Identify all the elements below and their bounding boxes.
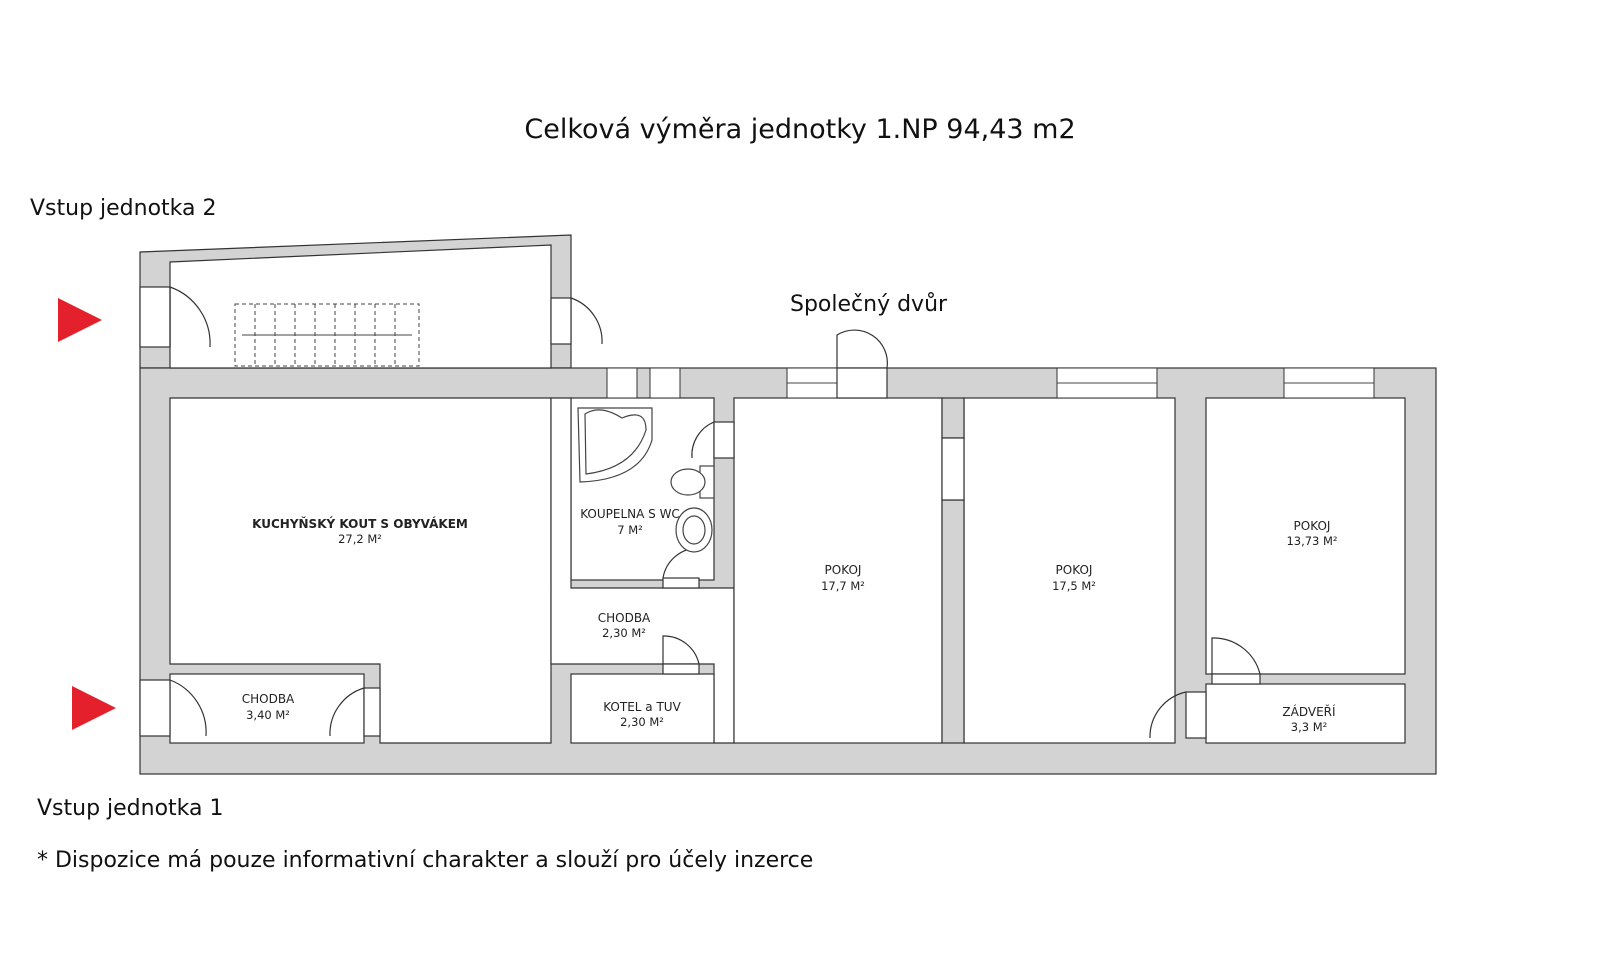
toilet-fixture (670, 465, 715, 499)
room-c (1205, 397, 1406, 675)
door-boiler (662, 635, 700, 675)
label-boiler: KOTEL a TUV 2,30 M² (603, 700, 681, 729)
door-vestibule (1149, 691, 1207, 739)
svg-text:13,73 M²: 13,73 M² (1286, 534, 1337, 548)
svg-text:17,5 M²: 17,5 M² (1052, 579, 1096, 593)
door-courtyard-main (836, 329, 888, 399)
entrance-1-label: Vstup jednotka 1 (37, 796, 224, 821)
room-hall-entry (169, 673, 365, 744)
room-staircase (169, 244, 552, 369)
svg-text:17,7 M²: 17,7 M² (821, 579, 865, 593)
label-vestibule: ZÁDVEŘÍ 3,3 M² (1282, 704, 1336, 734)
bathtub-fixture (577, 407, 653, 483)
windows (606, 367, 1375, 399)
svg-text:2,30 M²: 2,30 M² (620, 715, 664, 729)
plan-title: Celková výměra jednotky 1.NP 94,43 m2 (524, 114, 1076, 145)
label-room-a: POKOJ 17,7 M² (821, 563, 865, 593)
svg-text:ZÁDVEŘÍ: ZÁDVEŘÍ (1282, 704, 1336, 719)
svg-text:3,40 M²: 3,40 M² (246, 708, 290, 722)
room-vestibule (1205, 683, 1406, 744)
label-hall-small: CHODBA 2,30 M² (598, 611, 651, 640)
door-bathroom (691, 421, 735, 459)
door-staircase-courtyard (550, 297, 603, 345)
label-living: KUCHYŇSKÝ KOUT S OBYVÁKEM 27,2 M² (252, 516, 468, 546)
svg-text:2,30 M²: 2,30 M² (602, 626, 646, 640)
label-room-b: POKOJ 17,5 M² (1052, 563, 1096, 593)
entrance-2-arrow (58, 298, 102, 342)
room-b (963, 397, 1176, 744)
sink-fixture (675, 507, 713, 553)
svg-text:27,2 M²: 27,2 M² (338, 532, 382, 546)
room-boiler (570, 673, 715, 744)
svg-text:CHODBA: CHODBA (242, 692, 295, 706)
svg-text:POKOJ: POKOJ (1056, 563, 1093, 577)
door-entrance-2 (139, 286, 211, 348)
stairs (234, 303, 420, 367)
entrance-2-label: Vstup jednotka 2 (30, 196, 217, 221)
room-a (733, 397, 943, 744)
svg-text:KUCHYŇSKÝ KOUT S OBYVÁKEM: KUCHYŇSKÝ KOUT S OBYVÁKEM (252, 516, 468, 531)
label-room-c: POKOJ 13,73 M² (1286, 519, 1337, 548)
wall-stub-bottom (941, 499, 965, 744)
label-bathroom: KOUPELNA S WC 7 M² (580, 507, 680, 537)
label-hall-entry: CHODBA 3,40 M² (242, 692, 295, 722)
entrance-1-arrow (72, 686, 116, 730)
svg-text:KOTEL a TUV: KOTEL a TUV (603, 700, 681, 714)
svg-text:3,3 M²: 3,3 M² (1291, 720, 1327, 734)
svg-text:POKOJ: POKOJ (1294, 519, 1331, 533)
door-entrance-1 (139, 679, 207, 737)
svg-text:CHODBA: CHODBA (598, 611, 651, 625)
svg-text:7 M²: 7 M² (617, 523, 643, 537)
door-hall-entry (329, 687, 381, 737)
svg-text:KOUPELNA S WC: KOUPELNA S WC (580, 507, 680, 521)
courtyard-label: Společný dvůr (790, 292, 948, 317)
svg-text:POKOJ: POKOJ (825, 563, 862, 577)
door-room-c (1211, 637, 1261, 685)
wall-stub-top (941, 397, 965, 439)
disclaimer-note: * Dispozice má pouze informativní charak… (37, 848, 814, 873)
